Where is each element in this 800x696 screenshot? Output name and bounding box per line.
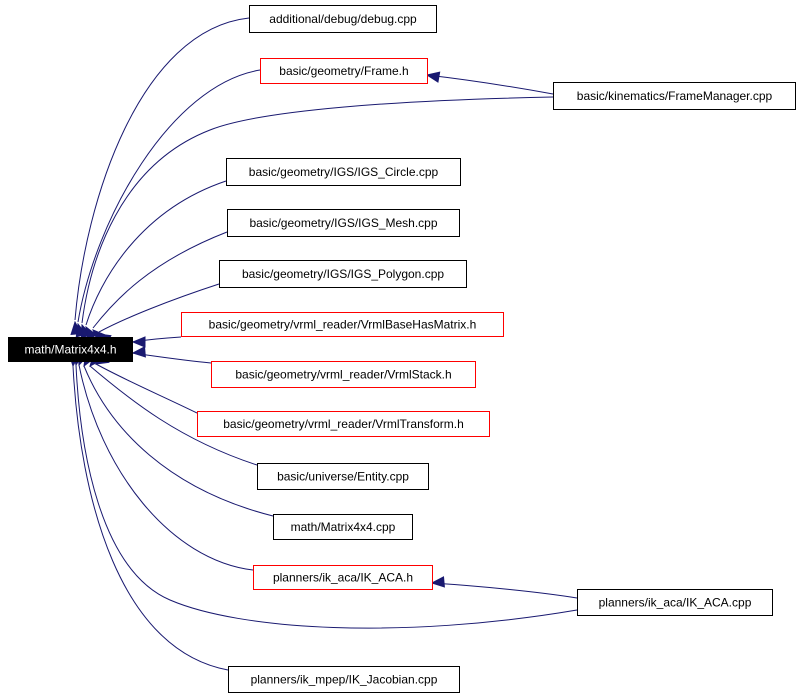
node-label: math/Matrix4x4.h xyxy=(24,343,116,357)
node-box xyxy=(228,666,460,693)
node-box xyxy=(260,58,428,84)
node-box xyxy=(219,260,467,288)
node-jacobian[interactable]: planners/ik_mpep/IK_Jacobian.cpp xyxy=(228,666,460,693)
node-box xyxy=(273,514,413,540)
edge-jacobian-to-root xyxy=(68,353,229,671)
edge-line xyxy=(83,365,274,517)
node-ikacacpp[interactable]: planners/ik_aca/IK_ACA.cpp xyxy=(577,589,773,616)
edge-vrmlstack-to-root xyxy=(131,346,212,364)
node-vrmlstack[interactable]: basic/geometry/vrml_reader/VrmlStack.h xyxy=(211,361,476,388)
node-label: basic/kinematics/FrameManager.cpp xyxy=(577,89,773,103)
node-frame[interactable]: basic/geometry/Frame.h xyxy=(260,58,428,84)
node-label: planners/ik_aca/IK_ACA.h xyxy=(273,571,413,585)
node-box xyxy=(227,209,460,237)
node-vrmltrans[interactable]: basic/geometry/vrml_reader/VrmlTransform… xyxy=(197,411,490,437)
edge-line xyxy=(89,365,258,466)
edge-line xyxy=(92,231,228,329)
node-polygon[interactable]: basic/geometry/IGS/IGS_Polygon.cpp xyxy=(219,260,467,288)
node-label: basic/geometry/Frame.h xyxy=(279,64,408,78)
edge-line xyxy=(98,283,220,333)
edge-line xyxy=(78,364,254,571)
arrow-head xyxy=(425,71,441,83)
edge-vrmlbase-to-root xyxy=(131,336,182,348)
node-label: basic/geometry/IGS/IGS_Circle.cpp xyxy=(249,165,439,179)
node-matrixcpp[interactable]: math/Matrix4x4.cpp xyxy=(273,514,413,540)
node-label: math/Matrix4x4.cpp xyxy=(291,520,396,534)
edge-line xyxy=(85,180,227,326)
node-entity[interactable]: basic/universe/Entity.cpp xyxy=(257,463,429,490)
node-ikacah[interactable]: planners/ik_aca/IK_ACA.h xyxy=(253,565,433,590)
edge-line xyxy=(81,96,554,324)
edge-frame-to-root xyxy=(75,69,261,338)
node-box xyxy=(553,82,796,110)
arrow-head xyxy=(131,346,146,358)
edge-line xyxy=(75,364,578,629)
edge-line xyxy=(431,582,578,599)
node-box xyxy=(197,411,490,437)
node-label: basic/geometry/vrml_reader/VrmlBaseHasMa… xyxy=(209,318,477,332)
node-root: math/Matrix4x4.h xyxy=(8,337,133,362)
node-debug[interactable]: additional/debug/debug.cpp xyxy=(249,5,437,33)
node-label: basic/geometry/IGS/IGS_Mesh.cpp xyxy=(249,216,437,230)
node-vrmlbase[interactable]: basic/geometry/vrml_reader/VrmlBaseHasMa… xyxy=(181,312,504,337)
arrow-head xyxy=(430,576,445,588)
node-box xyxy=(249,5,437,33)
node-label: planners/ik_aca/IK_ACA.cpp xyxy=(599,596,752,610)
edge-line xyxy=(95,363,198,414)
node-label: basic/geometry/vrml_reader/VrmlStack.h xyxy=(235,368,451,382)
node-framemgr[interactable]: basic/kinematics/FrameManager.cpp xyxy=(553,82,796,110)
edge-line xyxy=(77,69,261,323)
node-box xyxy=(257,463,429,490)
node-box xyxy=(226,158,461,186)
node-label: basic/geometry/IGS/IGS_Polygon.cpp xyxy=(242,267,444,281)
node-mesh[interactable]: basic/geometry/IGS/IGS_Mesh.cpp xyxy=(227,209,460,237)
node-box xyxy=(8,337,133,362)
node-box xyxy=(577,589,773,616)
nodes-layer: math/Matrix4x4.h additional/debug/debug.c… xyxy=(8,5,796,693)
edge-framemgr-to-frame xyxy=(425,71,554,95)
edge-line xyxy=(426,74,554,95)
edge-line xyxy=(74,17,250,321)
node-label: basic/geometry/vrml_reader/VrmlTransform… xyxy=(223,417,464,431)
node-label: planners/ik_mpep/IK_Jacobian.cpp xyxy=(251,673,438,687)
node-label: basic/universe/Entity.cpp xyxy=(277,470,409,484)
edge-ikacacpp-to-ikacah xyxy=(430,576,578,599)
node-circle[interactable]: basic/geometry/IGS/IGS_Circle.cpp xyxy=(226,158,461,186)
node-box xyxy=(253,565,433,590)
edge-line xyxy=(72,365,229,671)
node-box xyxy=(181,312,504,337)
node-label: additional/debug/debug.cpp xyxy=(269,12,417,26)
node-box xyxy=(211,361,476,388)
arrow-head xyxy=(131,336,146,348)
